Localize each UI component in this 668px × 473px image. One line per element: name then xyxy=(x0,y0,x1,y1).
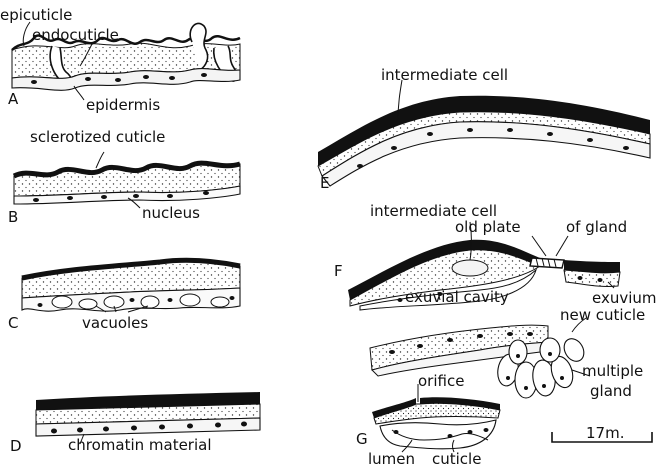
multiple-gland-drawing xyxy=(370,318,590,398)
label-cuticle: cuticle xyxy=(432,450,481,468)
panel-letter-b: B xyxy=(8,208,18,226)
panel-letter-c: C xyxy=(8,314,18,332)
panel-b-drawing xyxy=(14,152,240,208)
label-chromatin-material: chromatin material xyxy=(68,436,212,454)
label-exuvial-cavity: exuvial cavity xyxy=(405,288,509,306)
label-lumen: lumen xyxy=(368,450,415,468)
label-of-gland: of gland xyxy=(566,218,627,236)
label-nucleus: nucleus xyxy=(142,204,200,222)
label-multiple: multiple xyxy=(582,362,643,380)
label-gland: gland xyxy=(590,382,632,400)
panel-letter-g: G xyxy=(356,430,368,448)
label-epidermis: epidermis xyxy=(86,96,160,114)
panel-c-drawing xyxy=(22,260,240,312)
label-epicuticle: epicuticle xyxy=(0,6,72,24)
panel-letter-e: E xyxy=(320,174,329,192)
label-sclerotized-cuticle: sclerotized cuticle xyxy=(30,128,165,146)
panel-letter-f: F xyxy=(334,262,343,280)
panel-e-drawing xyxy=(318,80,650,186)
label-new-cuticle: new cuticle xyxy=(560,306,645,324)
panel-letter-a: A xyxy=(8,90,19,108)
label-vacuoles: vacuoles xyxy=(82,314,148,332)
panel-letter-d: D xyxy=(10,437,22,455)
label-old-plate: old plate xyxy=(455,218,521,236)
label-exuvium: exuvium xyxy=(592,289,657,307)
scale-bar-label: 17m. xyxy=(586,424,624,442)
panel-g-drawing xyxy=(372,384,500,452)
label-orifice: orifice xyxy=(418,372,464,390)
label-intermediate-cell-e: intermediate cell xyxy=(381,66,508,84)
label-endocuticle: endocuticle xyxy=(32,26,119,44)
